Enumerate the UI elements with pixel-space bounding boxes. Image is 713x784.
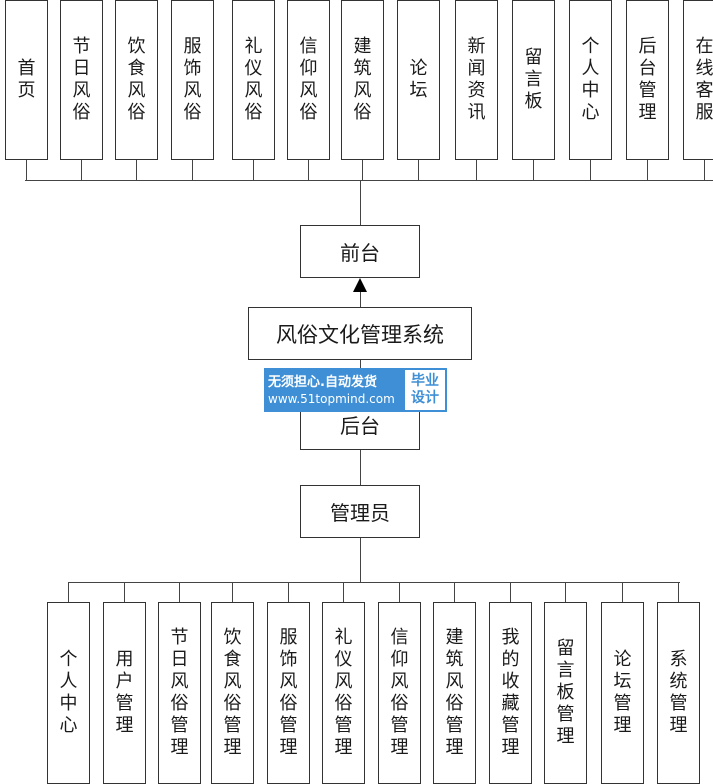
front-module-label: 建筑风俗 bbox=[354, 36, 372, 124]
admin-node: 管理员 bbox=[300, 485, 420, 538]
watermark-line1: 无须担心.自动发货 bbox=[268, 374, 403, 391]
front-connector bbox=[647, 160, 648, 180]
admin-connector-line bbox=[360, 450, 361, 485]
admin-module-label: 节日风俗管理 bbox=[171, 627, 189, 759]
front-module-label: 在线客服 bbox=[696, 36, 713, 124]
front-trunk-line bbox=[360, 180, 361, 225]
front-module-label: 服饰风俗 bbox=[184, 36, 202, 124]
admin-module-label: 用户管理 bbox=[116, 649, 134, 737]
front-module-label: 留言板 bbox=[525, 47, 543, 113]
admin-connector bbox=[179, 582, 180, 602]
admin-module-box: 建筑风俗管理 bbox=[433, 602, 476, 784]
admin-module-label: 论坛管理 bbox=[614, 649, 632, 737]
admin-module-box: 饮食风俗管理 bbox=[211, 602, 254, 784]
admin-bus-line bbox=[69, 582, 680, 583]
front-connector bbox=[362, 160, 363, 180]
admin-connector bbox=[454, 582, 455, 602]
admin-module-box: 用户管理 bbox=[103, 602, 146, 784]
front-module-label: 节日风俗 bbox=[73, 36, 91, 124]
front-connector bbox=[704, 160, 705, 180]
front-node: 前台 bbox=[300, 225, 420, 278]
front-module-label: 饮食风俗 bbox=[128, 36, 146, 124]
front-connector bbox=[418, 160, 419, 180]
front-module-label: 新闻资讯 bbox=[468, 36, 486, 124]
admin-module-label: 饮食风俗管理 bbox=[224, 627, 242, 759]
admin-module-label: 服饰风俗管理 bbox=[280, 627, 298, 759]
front-connector bbox=[81, 160, 82, 180]
watermark-text: 无须担心.自动发货 www.51topmind.com bbox=[264, 368, 403, 412]
front-bus-line bbox=[25, 180, 713, 181]
admin-module-label: 建筑风俗管理 bbox=[446, 627, 464, 759]
front-module-label: 后台管理 bbox=[639, 36, 657, 124]
front-module-box: 新闻资讯 bbox=[455, 0, 498, 160]
arrow-line bbox=[360, 290, 361, 308]
admin-module-box: 节日风俗管理 bbox=[158, 602, 201, 784]
front-connector bbox=[136, 160, 137, 180]
front-connector bbox=[26, 160, 27, 180]
front-module-label: 个人中心 bbox=[582, 36, 600, 124]
front-module-box: 留言板 bbox=[512, 0, 555, 160]
front-connector bbox=[192, 160, 193, 180]
admin-module-box: 服饰风俗管理 bbox=[267, 602, 310, 784]
system-node: 风俗文化管理系统 bbox=[248, 307, 472, 360]
admin-connector bbox=[678, 582, 679, 602]
admin-connector bbox=[68, 582, 69, 602]
admin-trunk-line bbox=[360, 538, 361, 582]
front-connector bbox=[253, 160, 254, 180]
admin-connector bbox=[343, 582, 344, 602]
front-connector bbox=[476, 160, 477, 180]
admin-module-box: 我的收藏管理 bbox=[489, 602, 532, 784]
admin-module-label: 我的收藏管理 bbox=[502, 627, 520, 759]
admin-module-box: 留言板管理 bbox=[544, 602, 587, 784]
watermark-badge: 毕业 设计 bbox=[403, 368, 447, 412]
watermark-badge-line2: 设计 bbox=[411, 390, 439, 407]
back-label: 后台 bbox=[340, 410, 380, 439]
front-module-box: 在线客服 bbox=[683, 0, 713, 160]
admin-connector bbox=[622, 582, 623, 602]
admin-module-box: 论坛管理 bbox=[601, 602, 644, 784]
admin-module-box: 礼仪风俗管理 bbox=[322, 602, 365, 784]
front-module-label: 礼仪风俗 bbox=[245, 36, 263, 124]
front-module-label: 论坛 bbox=[410, 58, 428, 102]
front-module-box: 服饰风俗 bbox=[171, 0, 214, 160]
front-module-label: 信仰风俗 bbox=[300, 36, 318, 124]
admin-label: 管理员 bbox=[330, 497, 390, 526]
admin-module-label: 留言板管理 bbox=[557, 638, 575, 748]
front-label: 前台 bbox=[340, 237, 380, 266]
front-module-box: 首页 bbox=[5, 0, 48, 160]
watermark-line2: www.51topmind.com bbox=[268, 391, 403, 407]
front-module-label: 首页 bbox=[18, 58, 36, 102]
front-module-box: 建筑风俗 bbox=[341, 0, 384, 160]
front-module-box: 礼仪风俗 bbox=[232, 0, 275, 160]
front-module-box: 饮食风俗 bbox=[115, 0, 158, 160]
front-module-box: 论坛 bbox=[397, 0, 440, 160]
system-label: 风俗文化管理系统 bbox=[276, 319, 444, 349]
arrow-up-icon bbox=[353, 278, 367, 292]
admin-connector bbox=[232, 582, 233, 602]
front-module-box: 信仰风俗 bbox=[287, 0, 330, 160]
admin-module-box: 个人中心 bbox=[47, 602, 90, 784]
front-connector bbox=[533, 160, 534, 180]
front-connector bbox=[590, 160, 591, 180]
front-module-box: 后台管理 bbox=[626, 0, 669, 160]
admin-connector bbox=[510, 582, 511, 602]
watermark-badge-line1: 毕业 bbox=[411, 373, 439, 390]
admin-module-label: 个人中心 bbox=[60, 649, 78, 737]
admin-connector bbox=[124, 582, 125, 602]
admin-connector bbox=[565, 582, 566, 602]
admin-connector bbox=[399, 582, 400, 602]
admin-connector bbox=[288, 582, 289, 602]
admin-module-label: 信仰风俗管理 bbox=[391, 627, 409, 759]
watermark: 无须担心.自动发货 www.51topmind.com 毕业 设计 bbox=[264, 368, 447, 412]
admin-module-label: 系统管理 bbox=[670, 649, 688, 737]
front-connector bbox=[308, 160, 309, 180]
front-module-box: 节日风俗 bbox=[60, 0, 103, 160]
admin-module-label: 礼仪风俗管理 bbox=[335, 627, 353, 759]
admin-module-box: 系统管理 bbox=[657, 602, 700, 784]
admin-module-box: 信仰风俗管理 bbox=[378, 602, 421, 784]
front-module-box: 个人中心 bbox=[569, 0, 612, 160]
